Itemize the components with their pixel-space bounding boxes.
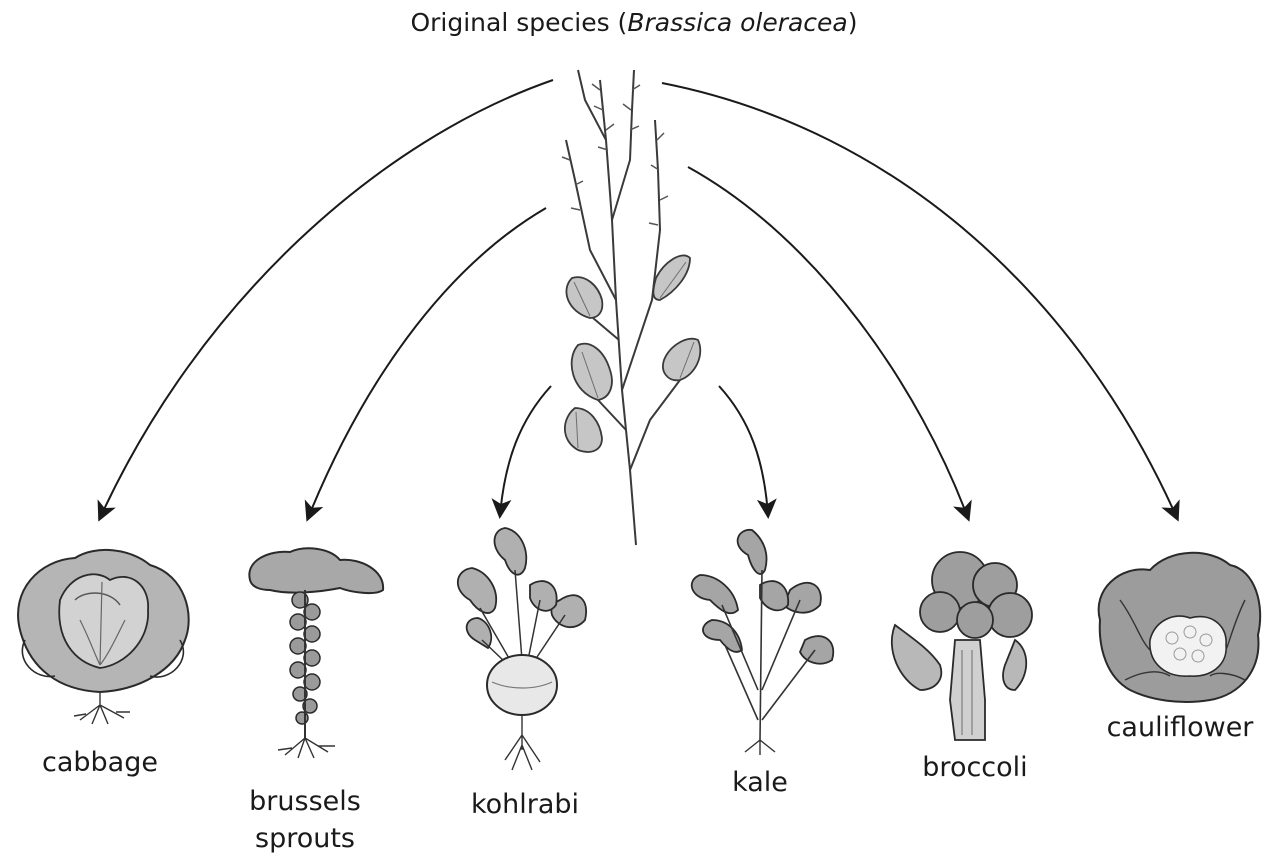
arrow-to-kohlrabi	[500, 386, 551, 515]
variety-label-broccoli: broccoli	[895, 749, 1055, 786]
arrow-to-kale	[719, 386, 768, 515]
brussels-sprouts-icon	[249, 548, 383, 758]
variety-label-kale: kale	[690, 764, 830, 801]
variety-label-cauliflower: cauliflower	[1095, 709, 1265, 746]
variety-label-cabbage: cabbage	[20, 744, 180, 781]
kohlrabi-icon	[458, 528, 586, 770]
variety-label-brussels-line2: sprouts	[225, 820, 385, 857]
arrow-to-brussels-sprouts	[308, 208, 546, 518]
arrow-to-broccoli	[688, 167, 968, 518]
broccoli-icon	[892, 552, 1032, 740]
kale-icon	[692, 530, 834, 755]
variety-label-brussels-line1: brussels	[225, 783, 385, 820]
cauliflower-icon	[1099, 553, 1261, 702]
variety-label-kohlrabi: kohlrabi	[440, 786, 610, 823]
variety-label-brussels-sprouts: brussels sprouts	[225, 783, 385, 857]
arrow-to-cauliflower	[662, 83, 1177, 518]
arrow-to-cabbage	[100, 80, 553, 518]
cabbage-icon	[18, 550, 189, 724]
